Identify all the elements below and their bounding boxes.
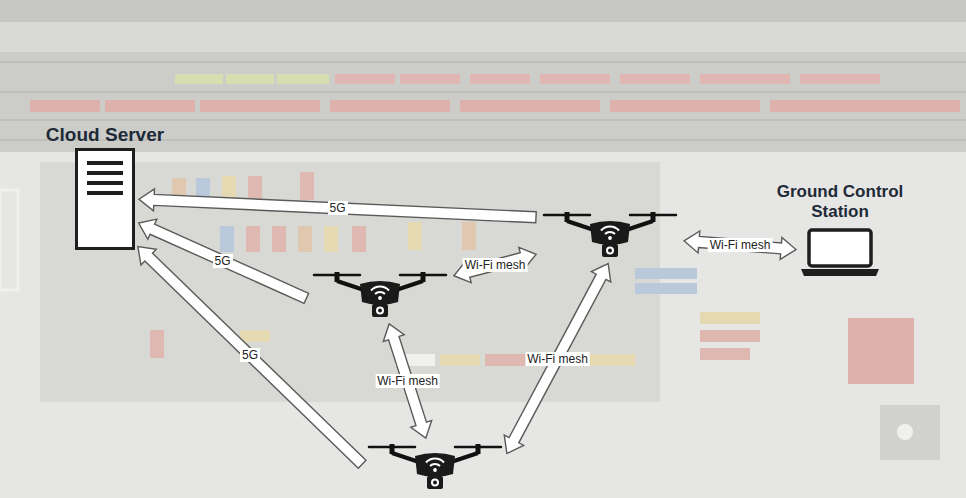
link-arrow [139,219,309,303]
link-label: 5G [212,254,232,268]
link-arrow [684,231,796,259]
laptop-symbol [800,228,880,278]
cloud-server-icon: Cloud Server [75,148,135,250]
drone-symbol [540,210,680,260]
drone-symbol [365,442,505,492]
link-arrow [504,264,611,454]
link-label: Wi-Fi mesh [375,374,440,388]
link-arrow [383,324,431,438]
link-label: Wi-Fi mesh [708,238,773,252]
node-label: Ground Control Station [765,182,915,223]
drone-symbol [310,270,450,320]
link-arrow [138,247,366,468]
node-label: Cloud Server [46,123,164,146]
drone-icon [365,442,505,492]
link-label: Wi-Fi mesh [525,352,590,366]
ground-control-laptop: Ground Control Station [800,228,880,278]
link-label: 5G [240,348,260,362]
link-arrow [454,247,536,282]
drone-icon [310,270,450,320]
link-label: Wi-Fi mesh [463,258,528,272]
server-lines [78,151,132,247]
drone-icon [540,210,680,260]
link-label: 5G [327,201,347,215]
link-arrow [139,189,536,223]
